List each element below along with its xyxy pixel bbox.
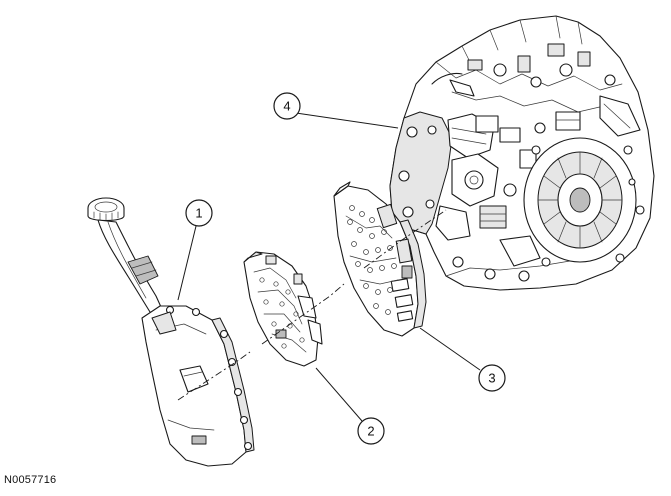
- callout-2: 2: [357, 417, 385, 445]
- leader-line-1: [177, 221, 198, 301]
- alignment-centerline: [177, 209, 447, 401]
- leader-line-3: [419, 327, 481, 371]
- callout-label-4: 4: [283, 99, 290, 114]
- leader-line-4: [295, 112, 399, 129]
- callout-label-3: 3: [488, 371, 495, 386]
- main-control-valve-body: [333, 181, 427, 337]
- fluid-pan-and-filler-tube: [87, 197, 255, 467]
- callout-3: 3: [478, 364, 506, 392]
- callout-label-2: 2: [367, 424, 374, 439]
- separator-plate: [243, 251, 323, 367]
- callout-label-1: 1: [195, 206, 202, 221]
- transaxle-assembly: [389, 15, 655, 291]
- callout-1: 1: [185, 199, 213, 227]
- figure-id: N0057716: [4, 474, 57, 486]
- leader-line-2: [315, 367, 363, 422]
- callout-4: 4: [273, 92, 301, 120]
